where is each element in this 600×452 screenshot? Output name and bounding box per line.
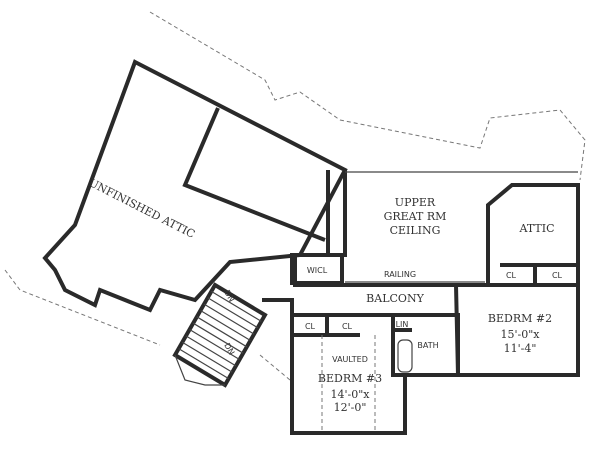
stair-down-label-1: DN bbox=[222, 289, 236, 304]
bedroom3-label: BEDRM #3 bbox=[318, 372, 382, 385]
roofline-left bbox=[4, 269, 161, 346]
bedroom3-dims-2: 12'-0" bbox=[334, 401, 367, 414]
linen-label: LIN bbox=[396, 320, 409, 329]
stair-tread bbox=[185, 335, 237, 367]
attic-inner-wall bbox=[182, 107, 326, 242]
bay-window bbox=[174, 354, 225, 386]
bedroom2-dims-1: 15'-0"x bbox=[501, 328, 541, 341]
stair-tread bbox=[189, 329, 240, 361]
wicl-label: WICL bbox=[307, 266, 328, 275]
stair-tread bbox=[181, 341, 233, 373]
railing-label: RAILING bbox=[384, 270, 416, 279]
hall-wall bbox=[262, 298, 294, 315]
great-room-label-3: CEILING bbox=[390, 224, 441, 237]
closet-label-bed3-1: CL bbox=[305, 322, 316, 331]
balcony-label: BALCONY bbox=[366, 292, 424, 305]
closet-label-attic-1: CL bbox=[506, 271, 517, 280]
great-room-label-1: UPPER bbox=[395, 196, 436, 209]
roofline-bottom bbox=[259, 354, 291, 381]
stair-treads bbox=[178, 290, 262, 380]
wicl-walls bbox=[290, 253, 344, 285]
unfinished-attic-walls bbox=[42, 59, 348, 313]
staircase[interactable] bbox=[172, 282, 268, 388]
attic-walls bbox=[486, 183, 580, 285]
stair-tread bbox=[192, 322, 244, 354]
stair-down-label-2: DN bbox=[222, 342, 236, 357]
vaulted-label: VAULTED bbox=[332, 355, 368, 364]
bedroom3-dims-1: 14'-0"x bbox=[331, 388, 371, 401]
attic-label: ATTIC bbox=[519, 222, 555, 235]
bedroom3-walls bbox=[290, 313, 407, 435]
bathtub bbox=[397, 339, 413, 373]
stair-tread bbox=[196, 316, 248, 348]
bath-label: BATH bbox=[417, 341, 438, 350]
closet-label-bed3-2: CL bbox=[342, 322, 353, 331]
bedroom2-dims-2: 11'-4" bbox=[504, 342, 537, 355]
stair-tread bbox=[203, 303, 255, 335]
unfinished-attic-label: UNFINISHED ATTIC bbox=[87, 176, 197, 241]
great-room-label-2: GREAT RM bbox=[384, 210, 447, 223]
stair-tread bbox=[207, 297, 259, 329]
stair-tread bbox=[200, 309, 251, 341]
bedroom2-label: BEDRM #2 bbox=[488, 312, 552, 325]
closet-label-attic-2: CL bbox=[552, 271, 563, 280]
stair-tread bbox=[178, 348, 229, 380]
stair-tread bbox=[211, 290, 262, 322]
roofline bbox=[149, 11, 586, 181]
